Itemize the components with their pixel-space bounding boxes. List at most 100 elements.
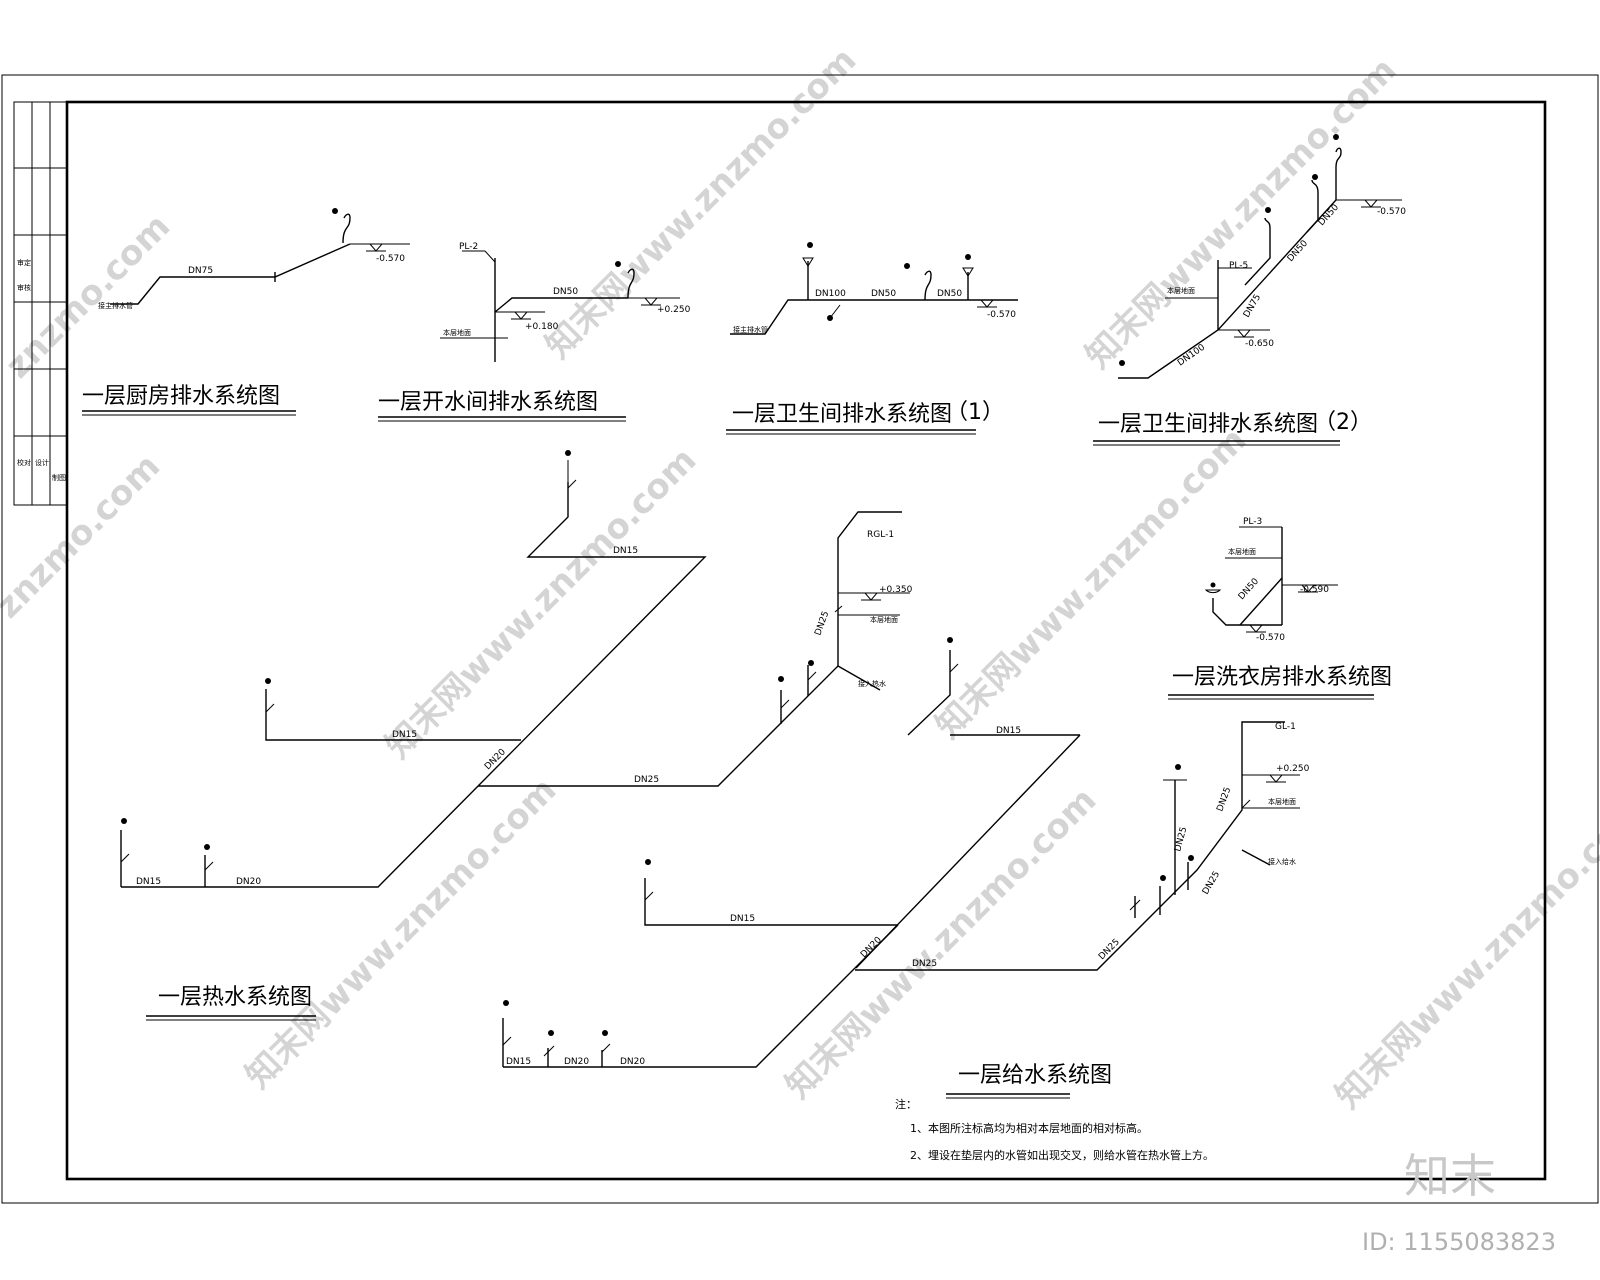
fixture-icon bbox=[645, 859, 651, 865]
elevation-label: -0.650 bbox=[1245, 339, 1274, 349]
pipe-size-label: DN15 bbox=[136, 877, 161, 887]
pipe-size-label: DN20 bbox=[236, 877, 261, 887]
pipe-size-label: DN50 bbox=[871, 289, 896, 299]
title-block-label: 审核 bbox=[17, 283, 31, 292]
title-block-label: 制图 bbox=[52, 473, 66, 482]
elevation-label: +0.250 bbox=[657, 305, 691, 315]
riser-label: PL-5 bbox=[1229, 261, 1248, 271]
pipe-size-label: DN15 bbox=[730, 914, 755, 924]
diagram-title: 一层卫生间排水系统图 bbox=[1098, 412, 1318, 437]
fixture-icon bbox=[615, 261, 621, 267]
fixture-icon bbox=[778, 676, 784, 682]
elevation-label: -0.570 bbox=[987, 310, 1016, 320]
note-item: 1、本图所注标高均为相对本层地面的相对标高。 bbox=[910, 1121, 1148, 1135]
connection-note: 接主排水管 bbox=[98, 301, 133, 310]
watermark-text: 知末网www.znzmo.com bbox=[1328, 790, 1600, 1116]
riser-label: PL-3 bbox=[1243, 517, 1262, 527]
pipe-size-label: DN25 bbox=[1201, 870, 1222, 897]
diagram-title: 一层给水系统图 bbox=[958, 1063, 1112, 1088]
fixture-icon bbox=[1175, 764, 1181, 770]
fixture-icon bbox=[565, 450, 571, 456]
connection-note: 接主排水管 bbox=[733, 325, 768, 334]
pipe-size-label: DN15 bbox=[613, 546, 638, 556]
water-supply-diagram: GL-1 +0.250 本层地面 接入给水 DN15 DN15 DN20 DN2… bbox=[502, 637, 1310, 1099]
bathroom2-drainage-diagram: PL-5 本层地面 -0.570 -0.650 DN50 DN50 DN75 D… bbox=[1093, 134, 1406, 446]
pipe-size-label: DN20 bbox=[859, 935, 884, 960]
title-block-label: 审定 bbox=[17, 258, 31, 267]
elevation-label: -0.570 bbox=[1256, 633, 1285, 643]
floor-label: 本层地面 bbox=[443, 328, 471, 337]
notes-heading: 注： bbox=[895, 1097, 917, 1111]
bathroom1-drainage-diagram: DN100 DN50 DN50 -0.570 接主排水管 一层卫生间排水系统图 … bbox=[726, 242, 1018, 435]
floor-label: 本层地面 bbox=[870, 615, 898, 624]
riser-label: PL-2 bbox=[459, 242, 478, 252]
inlet-label: 接入热水 bbox=[858, 679, 886, 688]
title-block-label: 校对 bbox=[17, 458, 31, 467]
pipe-size-label: DN15 bbox=[392, 730, 417, 740]
watermark-text: 知末网www.znzmo.com bbox=[378, 440, 704, 766]
fixture-icon bbox=[807, 242, 813, 248]
pipe-size-label: DN100 bbox=[815, 289, 846, 299]
note-item: 2、埋设在垫层内的水管如出现交叉，则给水管在热水管上方。 bbox=[910, 1148, 1214, 1162]
pipe-size-label: DN20 bbox=[620, 1057, 645, 1067]
fixture-icon bbox=[121, 818, 127, 824]
elevation-label: +0.350 bbox=[879, 585, 913, 595]
fixture-icon bbox=[947, 637, 953, 643]
brand-watermark: 知末 bbox=[1404, 1149, 1496, 1203]
fixture-icon bbox=[965, 254, 971, 260]
fixture-icon bbox=[1333, 134, 1339, 140]
pipe-size-label: DN25 bbox=[813, 610, 831, 637]
fixture-icon bbox=[1160, 875, 1166, 881]
fixture-icon bbox=[904, 263, 910, 269]
utility-drainage-diagram: PL-2 DN50 +0.250 +0.180 本层地面 一层开水间排水系统图 bbox=[378, 242, 691, 422]
pipe-size-label: DN75 bbox=[188, 266, 213, 276]
watermark-text: 知末网www.znzmo.com bbox=[1078, 50, 1404, 376]
elevation-label: -0.570 bbox=[1377, 207, 1406, 217]
elevation-label: +0.180 bbox=[525, 322, 559, 332]
watermark-text: 知末网www.znzmo.com bbox=[778, 780, 1104, 1106]
hot-water-diagram: RGL-1 +0.350 本层地面 接入热水 DN15 DN15 DN20 DN… bbox=[120, 450, 913, 1021]
diagram-title: 一层开水间排水系统图 bbox=[378, 390, 598, 415]
watermark-text: znzmo.com bbox=[0, 206, 178, 386]
pipe-size-label: DN15 bbox=[996, 726, 1021, 736]
pipe-size-label: DN50 bbox=[553, 287, 578, 297]
diagram-number: （1） bbox=[946, 400, 1004, 425]
fixture-icon bbox=[204, 844, 210, 850]
fixture-icon bbox=[503, 1000, 509, 1006]
diagram-title: 一层厨房排水系统图 bbox=[82, 384, 280, 409]
id-watermark: ID: 1155083823 bbox=[1362, 1228, 1556, 1256]
kitchen-drainage-diagram: DN75 -0.570 接主排水管 一层厨房排水系统图 bbox=[82, 208, 410, 416]
floor-label: 本层地面 bbox=[1167, 286, 1195, 295]
pipe-size-label: DN15 bbox=[506, 1057, 531, 1067]
laundry-drainage-diagram: PL-3 本层地面 DN50 -0.590 -0.570 一层洗衣房排水系统图 bbox=[1168, 517, 1392, 700]
inlet-label: 接入给水 bbox=[1268, 857, 1296, 866]
floor-label: 本层地面 bbox=[1268, 797, 1296, 806]
fixture-icon bbox=[1312, 174, 1318, 180]
outer-border bbox=[1, 74, 1599, 1204]
pipe-size-label: DN50 bbox=[937, 289, 962, 299]
elevation-label: +0.250 bbox=[1276, 764, 1310, 774]
elevation-label: -0.570 bbox=[376, 254, 405, 264]
diagram-title: 一层洗衣房排水系统图 bbox=[1172, 665, 1392, 690]
fixture-icon bbox=[1265, 207, 1271, 213]
fixture-icon bbox=[1210, 582, 1216, 588]
diagram-title: 一层卫生间排水系统图 bbox=[732, 402, 952, 427]
watermark-text: 知末网www.znzmo.com bbox=[538, 40, 864, 366]
title-block: 审定 审核 校对 设计 制图 bbox=[13, 101, 68, 506]
pipe-size-label: DN50 bbox=[1237, 576, 1261, 602]
pipe-size-label: DN75 bbox=[1242, 293, 1263, 320]
fixture-icon bbox=[548, 1030, 554, 1036]
drawing-notes: 注： 1、本图所注标高均为相对本层地面的相对标高。 2、埋设在垫层内的水管如出现… bbox=[895, 1097, 1214, 1162]
riser-label: RGL-1 bbox=[867, 530, 894, 540]
watermark-text: 知末网www.znzmo.com bbox=[928, 420, 1254, 746]
fixture-icon bbox=[602, 1030, 608, 1036]
pipe-size-label: DN25 bbox=[912, 959, 937, 969]
floor-label: 本层地面 bbox=[1228, 547, 1256, 556]
watermark-layer: znzmo.com 知末网www.znzmo.com 知末网www.znzmo.… bbox=[0, 40, 1600, 1116]
fixture-icon bbox=[808, 660, 814, 666]
drawing-frame bbox=[65, 100, 1547, 1181]
fixture-icon bbox=[265, 678, 271, 684]
diagram-number: （2） bbox=[1314, 410, 1372, 435]
watermark-text: 知末网www.znzmo.com bbox=[238, 770, 564, 1096]
